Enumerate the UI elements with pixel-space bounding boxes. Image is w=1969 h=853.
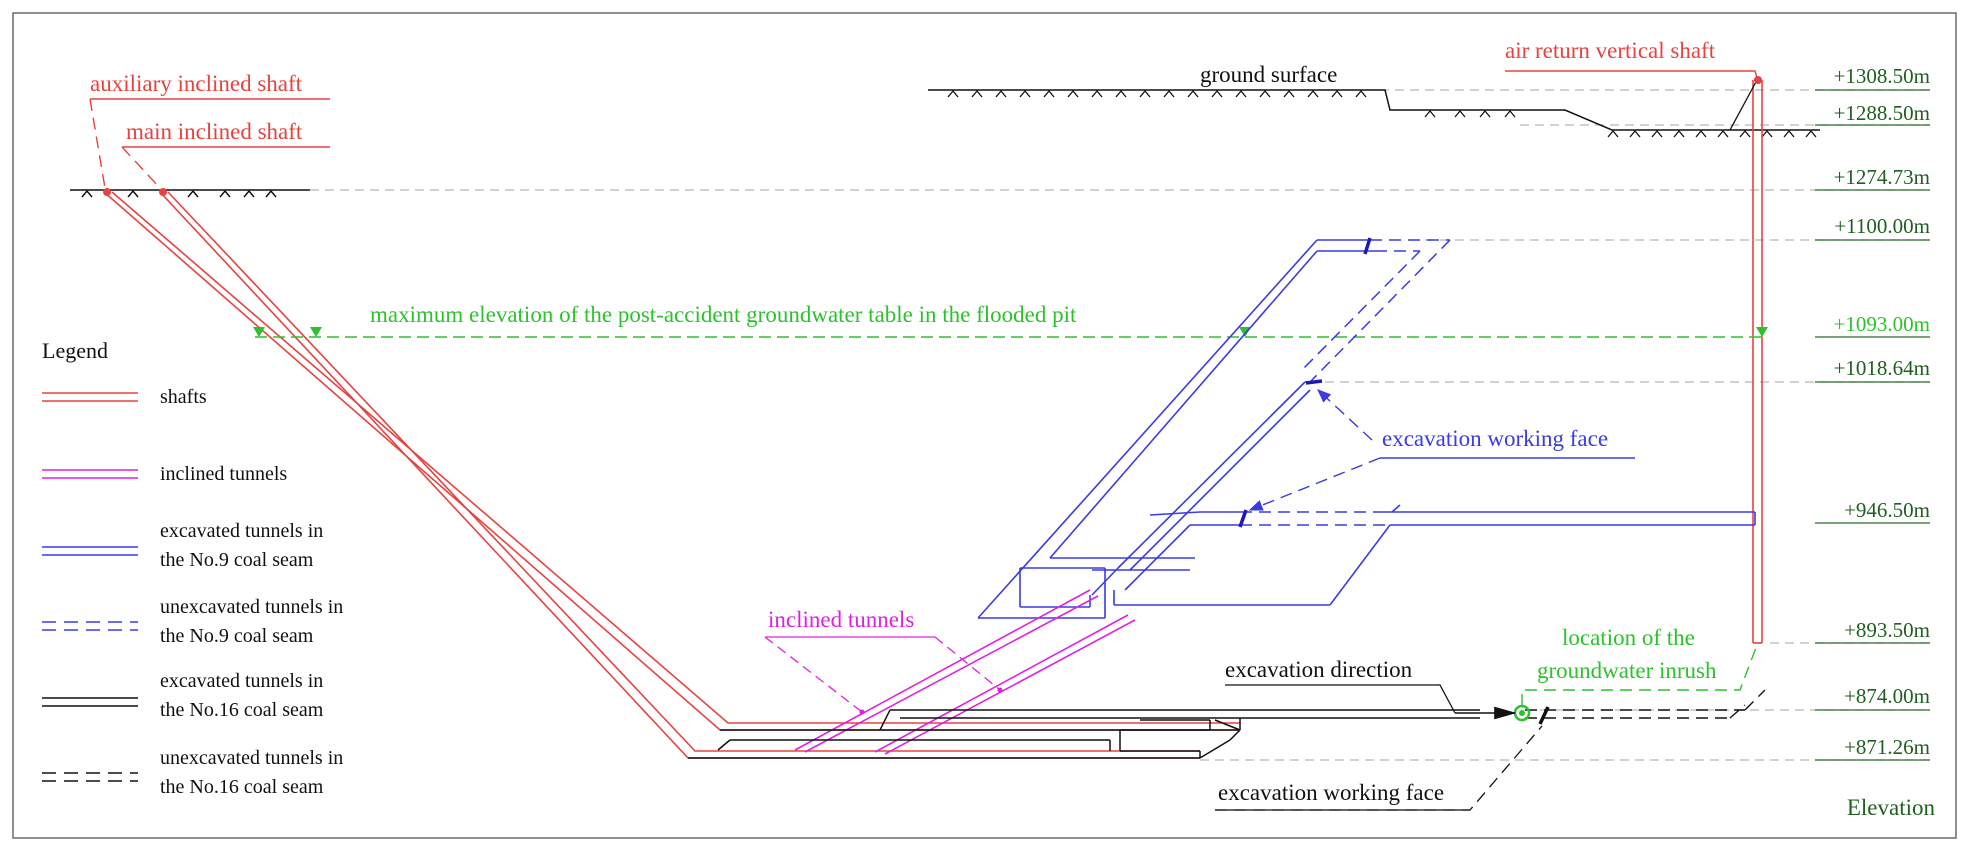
inclined-tunnels bbox=[794, 589, 1136, 755]
elevation-label: +871.26m bbox=[1844, 735, 1930, 759]
legend-label: the No.9 coal seam bbox=[160, 625, 314, 647]
groundwater-table-label: maximum elevation of the post-accident g… bbox=[370, 302, 1077, 327]
inrush-location-label-2: groundwater inrush bbox=[1537, 658, 1717, 683]
legend-label: unexcavated tunnels in bbox=[160, 596, 343, 618]
ground-surface-label: ground surface bbox=[1200, 62, 1337, 87]
inclined-tunnels-leaders bbox=[764, 636, 1001, 713]
elevation-label: +946.50m bbox=[1844, 498, 1930, 522]
no9-unexcavated-tunnels bbox=[1240, 239, 1451, 526]
legend-swatch-no9-excavated bbox=[42, 546, 138, 556]
legend-title: Legend bbox=[42, 338, 108, 363]
legend-swatch-inclined bbox=[42, 469, 138, 479]
no16-working-face-mark bbox=[1538, 706, 1550, 725]
no9-excavated-tunnels bbox=[977, 239, 1756, 619]
shaft-head-point bbox=[159, 188, 167, 196]
elevation-ticks bbox=[1815, 89, 1930, 761]
elevation-label: +874.00m bbox=[1844, 684, 1930, 708]
elevation-word: Elevation bbox=[1847, 795, 1936, 820]
elevation-label: +1093.00m bbox=[1834, 312, 1930, 336]
upper-face-leaders bbox=[1248, 389, 1635, 511]
elevation-label: +893.50m bbox=[1844, 618, 1930, 642]
auxiliary-shaft-label: auxiliary inclined shaft bbox=[90, 71, 303, 96]
elevation-label: +1308.50m bbox=[1834, 64, 1930, 88]
elevation-label: +1274.73m bbox=[1834, 165, 1930, 189]
inclined-tunnel-point bbox=[997, 687, 1003, 693]
legend-label: the No.16 coal seam bbox=[160, 776, 324, 798]
shaft-head-point bbox=[1754, 76, 1762, 84]
air-return-shaft-label: air return vertical shaft bbox=[1505, 38, 1716, 63]
shaft-head-point bbox=[103, 188, 111, 196]
shaft-label-leaders bbox=[89, 70, 1758, 189]
no16-excavated-tunnels bbox=[688, 709, 1480, 759]
elevation-labels: +1308.50m +1288.50m +1274.73m +1100.00m … bbox=[1834, 64, 1936, 820]
inclined-tunnel-point bbox=[859, 709, 865, 715]
legend-label: inclined tunnels bbox=[160, 463, 287, 485]
legend-label: shafts bbox=[160, 386, 207, 408]
elevation-label: +1018.64m bbox=[1834, 356, 1930, 380]
main-shaft-label: main inclined shaft bbox=[126, 119, 303, 144]
air-return-vertical-shaft bbox=[1752, 80, 1763, 644]
inrush-location-label-1: location of the bbox=[1562, 625, 1695, 650]
no16-unexcavated-tunnels bbox=[1525, 689, 1766, 719]
elevation-label: +1288.50m bbox=[1834, 101, 1930, 125]
air-shaft-connector bbox=[1729, 79, 1758, 131]
inrush-location-icon bbox=[1513, 704, 1531, 722]
lower-working-face-label: excavation working face bbox=[1218, 780, 1444, 805]
legend-swatch-no16-excavated bbox=[42, 697, 138, 707]
legend-label: the No.9 coal seam bbox=[160, 549, 314, 571]
ground-hatch-right bbox=[947, 89, 1817, 138]
legend: Legend shafts inclined tunnels excavated… bbox=[42, 338, 343, 798]
upper-working-face-label: excavation working face bbox=[1382, 426, 1608, 451]
ground-surface-right bbox=[928, 89, 1820, 131]
inclined-tunnels-label: inclined tunnels bbox=[768, 607, 914, 632]
legend-label: excavated tunnels in bbox=[160, 520, 323, 542]
legend-swatch-no9-unexcavated bbox=[42, 621, 138, 631]
excavation-direction-label: excavation direction bbox=[1225, 657, 1413, 682]
legend-label: excavated tunnels in bbox=[160, 670, 323, 692]
water-level-markers bbox=[253, 327, 1768, 337]
elevation-label: +1100.00m bbox=[1834, 214, 1930, 238]
inrush-leader bbox=[1521, 644, 1758, 706]
no9-working-face-marks bbox=[1238, 237, 1372, 528]
excavation-direction-leader bbox=[1225, 684, 1456, 714]
legend-swatch-shafts bbox=[42, 392, 138, 402]
legend-label: unexcavated tunnels in bbox=[160, 747, 343, 769]
auxiliary-inclined-shaft bbox=[103, 191, 1240, 731]
legend-swatch-no16-unexcavated bbox=[42, 772, 138, 782]
diagram-frame bbox=[12, 12, 1957, 839]
legend-label: the No.16 coal seam bbox=[160, 699, 324, 721]
